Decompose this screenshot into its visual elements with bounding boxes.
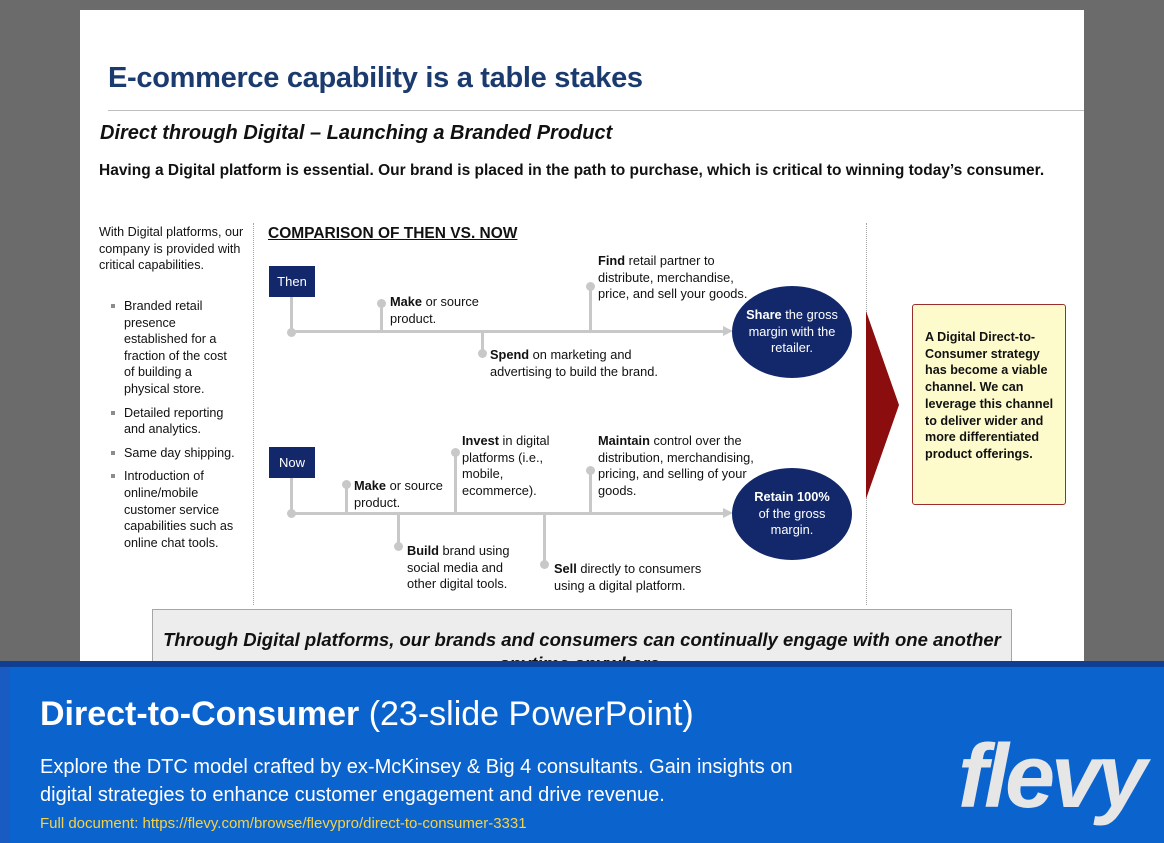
timeline-dot (287, 328, 296, 337)
divider-left (253, 223, 254, 605)
timeline-dot (540, 560, 549, 569)
document-link[interactable]: Full document: https://flevy.com/browse/… (40, 815, 527, 832)
timeline-dot (287, 509, 296, 518)
timeline-tick (380, 304, 383, 331)
timeline-dot (342, 480, 351, 489)
then-step-make: Make or source product. (390, 294, 479, 326)
then-outcome-oval: Share the gross margin with the retailer… (732, 286, 852, 378)
timeline-dot (394, 542, 403, 551)
timeline-tick (290, 297, 293, 333)
now-outcome-oval: Retain 100% of the gross margin. (732, 468, 852, 560)
now-step-make: Make or source product. (354, 478, 443, 510)
timeline-dot (478, 349, 487, 358)
bullet-icon (111, 474, 115, 479)
now-timeline (292, 508, 733, 518)
now-step-maintain: Maintain control over the distribution, … (598, 433, 754, 498)
now-tag: Now (269, 447, 315, 478)
flevy-logo: flevy (958, 727, 1147, 827)
timeline-dot (377, 299, 386, 308)
title-divider (108, 110, 1084, 111)
capabilities-intro: With Digital platforms, our company is p… (99, 225, 244, 272)
then-step-spend: Spend on marketing and advertising to bu… (490, 347, 658, 379)
bullet-icon (111, 450, 115, 455)
timeline-tick (454, 454, 457, 513)
list-item: Introduction of online/mobile customer s… (110, 468, 240, 551)
timeline-tick (345, 486, 348, 513)
then-step-find: Find retail partner to distribute, merch… (598, 253, 748, 301)
slide: E-commerce capability is a table stakes … (80, 10, 1084, 670)
slide-title: E-commerce capability is a table stakes (108, 62, 643, 94)
timeline-tick (589, 288, 592, 331)
timeline-tick (290, 478, 293, 514)
list-item: Branded retail presence established for … (110, 298, 240, 398)
timeline-tick (543, 513, 546, 563)
lead-statement: Having a Digital platform is essential. … (99, 162, 1045, 179)
arrow-right-icon (866, 311, 899, 499)
timeline-dot (451, 448, 460, 457)
then-timeline (292, 326, 733, 336)
timeline-tick (481, 331, 484, 355)
now-step-build: Build brand using social media and other… (407, 543, 510, 591)
footer: Direct-to-Consumer (23-slide PowerPoint)… (0, 661, 1164, 843)
conclusion-callout: A Digital Direct-to-Consumer strategy ha… (912, 304, 1066, 505)
timeline-tick (397, 513, 400, 546)
slide-subtitle: Direct through Digital – Launching a Bra… (100, 122, 613, 144)
bullet-icon (111, 304, 115, 308)
then-tag: Then (269, 266, 315, 297)
footer-panel: Direct-to-Consumer (23-slide PowerPoint)… (10, 667, 1164, 843)
timeline-dot (586, 282, 595, 291)
footer-title: Direct-to-Consumer (23-slide PowerPoint) (40, 695, 694, 733)
timeline-dot (586, 466, 595, 475)
footer-description: Explore the DTC model crafted by ex-McKi… (40, 756, 793, 806)
now-step-invest: Invest in digital platforms (i.e., mobil… (462, 433, 550, 498)
capabilities-list: Branded retail presence established for … (110, 298, 240, 558)
list-item: Same day shipping. (110, 445, 240, 462)
list-item: Detailed reporting and analytics. (110, 405, 240, 438)
now-step-sell: Sell directly to consumers using a digit… (554, 561, 702, 593)
comparison-heading: COMPARISON OF THEN VS. NOW (268, 225, 518, 242)
bullet-icon (111, 410, 115, 415)
timeline-tick (589, 472, 592, 513)
